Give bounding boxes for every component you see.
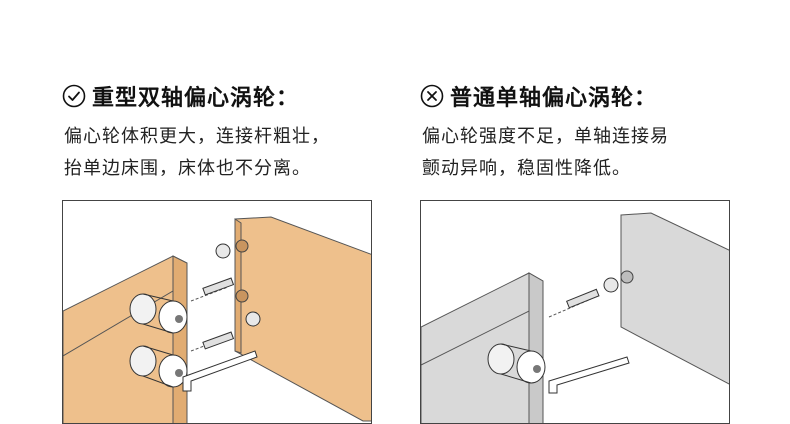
description-line-2: 颤动异响，稳固性降低。: [422, 158, 631, 179]
description-line-1: 偏心轮强度不足，单轴连接易: [422, 126, 669, 147]
connecting-bolt-lower: [190, 311, 261, 352]
cam-lock-single: [487, 343, 546, 384]
gray-board-right: [620, 212, 729, 385]
wood-board-left: [63, 255, 188, 423]
title-standard: 普通单轴偏心涡轮：: [450, 86, 658, 111]
single-cam-fitting-gray-illustration: [420, 200, 730, 424]
allen-key-icon: [182, 350, 258, 392]
cam-lock-lower: [129, 345, 188, 388]
connecting-bolt-upper: [190, 243, 235, 302]
gray-board-left: [421, 272, 544, 423]
cross-circle-icon: [420, 84, 444, 108]
description-line-1: 偏心轮体积更大，连接杆粗壮，: [64, 126, 330, 147]
heading-heavy-duty: 重型双轴偏心涡轮：: [62, 80, 299, 112]
cam-lock-upper: [129, 293, 188, 334]
check-circle-icon: [62, 84, 86, 108]
title-heavy-duty: 重型双轴偏心涡轮：: [92, 86, 300, 111]
dual-cam-fitting-wood-illustration: [62, 200, 372, 424]
allen-key-icon: [548, 356, 630, 394]
connecting-bolt-single: [548, 277, 619, 318]
wood-board-right: [234, 216, 371, 422]
heading-standard: 普通单轴偏心涡轮：: [420, 80, 657, 112]
description-line-2: 抬单边床围，床体也不分离。: [64, 158, 311, 179]
